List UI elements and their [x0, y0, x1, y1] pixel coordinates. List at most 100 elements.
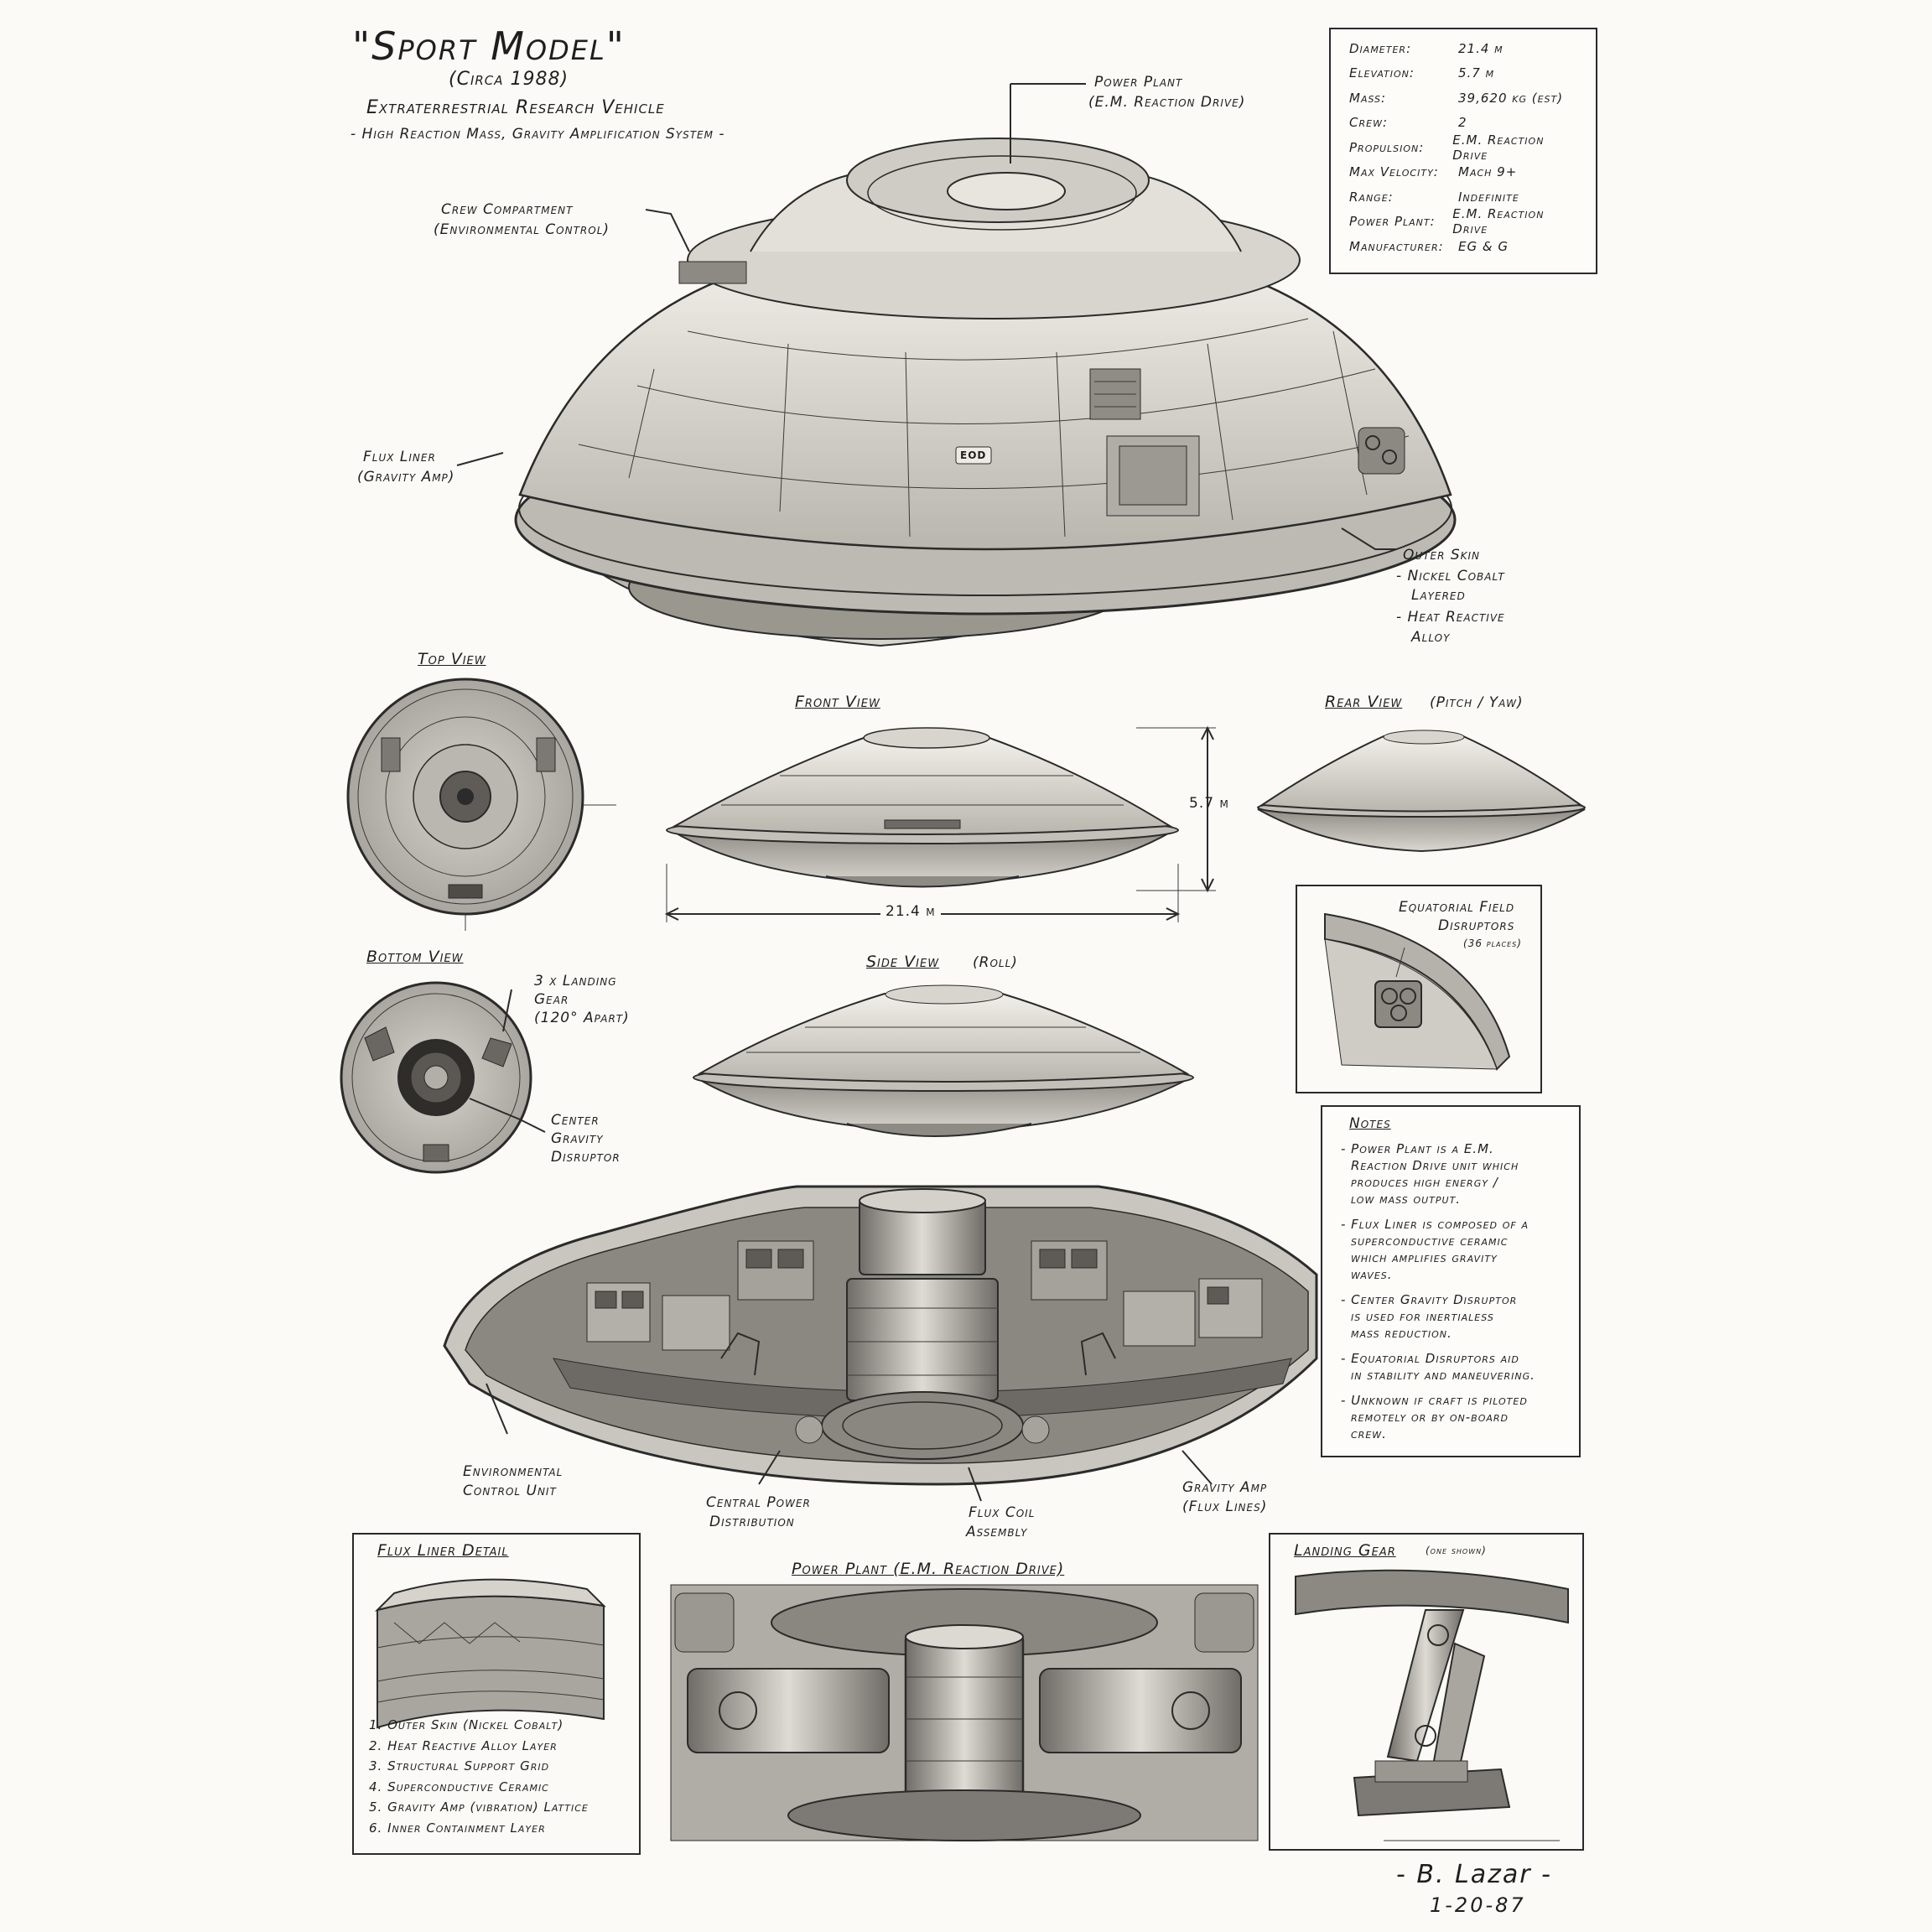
note-line: - Power Plant is a E.M. [1341, 1141, 1494, 1156]
page-title: "Sport Model" [352, 23, 626, 69]
callout-power-plant-sub: (E.M. Reaction Drive) [1088, 94, 1246, 111]
spec-value: Indefinite [1458, 189, 1519, 205]
dimension-width: 21.4 m [880, 903, 941, 920]
callout-env-0: Environmental [463, 1463, 564, 1480]
callout-gamp-1: (Flux Lines) [1182, 1498, 1268, 1515]
spec-row: Power Plant:E.M. Reaction Drive [1349, 206, 1577, 236]
top-view-drawing [346, 678, 616, 931]
note-line: crew. [1351, 1426, 1387, 1441]
signature-name: - B. Lazar - [1396, 1860, 1552, 1889]
front-view-drawing [666, 727, 1179, 888]
callout-center-0: Center [551, 1112, 600, 1129]
side-view-note: (Roll) [973, 954, 1018, 971]
callout-skin: Outer Skin [1403, 547, 1480, 564]
notes-list: - Power Plant is a E.M.Reaction Drive un… [1341, 1140, 1561, 1442]
flux-layer-item: 3. Structural Support Grid [369, 1758, 550, 1774]
callout-central-0: Central Power [706, 1494, 811, 1511]
callout-coil-0: Flux Coil [969, 1504, 1036, 1521]
note-line: in stability and maneuvering. [1351, 1368, 1535, 1383]
spec-key: Diameter: [1349, 40, 1412, 56]
spec-key: Max Velocity: [1349, 164, 1439, 180]
note-line: superconductive ceramic [1351, 1233, 1509, 1249]
callout-gear-0: 3 x Landing [534, 973, 617, 989]
equatorial-title-0: Equatorial Field [1399, 899, 1515, 916]
note-line: remotely or by on-board [1351, 1410, 1509, 1425]
flux-layer-item: 6. Inner Containment Layer [369, 1820, 546, 1836]
front-view-title: Front View [795, 693, 880, 711]
dimension-height: 5.7 m [1189, 795, 1229, 812]
spec-value: EG & G [1458, 238, 1509, 254]
rear-view-title: Rear View [1325, 693, 1403, 711]
spec-row: Diameter: 21.4 m [1349, 36, 1577, 61]
flux-liner-drawing [374, 1578, 606, 1729]
callout-skin-2: Layered [1411, 587, 1466, 604]
cutaway-drawing [443, 1185, 1318, 1502]
spec-row: Range: Indefinite [1349, 184, 1577, 210]
main-leaders [456, 83, 1396, 550]
signature-date: 1-20-87 [1430, 1893, 1526, 1917]
flux-layer-list: 1. Outer Skin (Nickel Cobalt) 2. Heat Rea… [369, 1717, 589, 1841]
note-line: - Center Gravity Disruptor [1341, 1292, 1518, 1307]
note-line: - Flux Liner is composed of a [1341, 1217, 1530, 1232]
spec-value: E.M. Reaction Drive [1452, 132, 1545, 163]
spec-value: 39,620 kg (est) [1458, 90, 1564, 106]
note-line: which amplifies gravity [1351, 1250, 1498, 1265]
callout-gear-1: Gear [534, 991, 569, 1008]
callout-central-1: Distribution [709, 1514, 795, 1530]
callout-skin-4: Alloy [1411, 629, 1451, 646]
rear-view-drawing [1257, 730, 1586, 853]
note-line: produces high energy / [1351, 1175, 1498, 1190]
spec-key: Elevation: [1349, 65, 1415, 81]
spec-value: 21.4 m [1458, 40, 1504, 56]
tagline: - High Reaction Mass, Gravity Amplificat… [351, 126, 725, 143]
main-saucer [514, 138, 1457, 647]
rear-view-note: (Pitch / Yaw) [1430, 694, 1524, 711]
note-line: - Equatorial Disruptors aid [1341, 1351, 1519, 1366]
spec-value: E.M. Reaction Drive [1452, 206, 1545, 237]
spec-row: Mass: 39,620 kg (est) [1349, 86, 1577, 111]
flux-layer-item: 1. Outer Skin (Nickel Cobalt) [369, 1717, 564, 1732]
flux-layer-item: 5. Gravity Amp (vibration) Lattice [369, 1800, 589, 1815]
spec-key: Propulsion: [1349, 139, 1425, 155]
landing-gear-title: Landing Gear [1294, 1541, 1396, 1560]
equatorial-detail-drawing [1324, 912, 1511, 1071]
note-line: low mass output. [1351, 1192, 1462, 1207]
spec-value: 2 [1458, 115, 1467, 131]
spec-row: Elevation: 5.7 m [1349, 61, 1577, 86]
flux-layer-item: 2. Heat Reactive Alloy Layer [369, 1737, 558, 1753]
note-line: waves. [1351, 1267, 1393, 1282]
callout-env-1: Control Unit [463, 1483, 557, 1499]
spec-key: Range: [1349, 189, 1394, 205]
circa-label: (Circa 1988) [449, 69, 569, 90]
equatorial-title-1: Disruptors [1438, 917, 1515, 934]
spec-list: Diameter: 21.4 m Elevation: 5.7 m Mass: 39,62… [1349, 36, 1577, 259]
bottom-view-drawing [340, 981, 546, 1174]
note-line: is used for inertialess [1351, 1309, 1494, 1324]
equatorial-box [1296, 885, 1542, 1093]
notes-box: Notes - Power Plant is a E.M.Reaction Dr… [1321, 1105, 1581, 1457]
spec-key: Manufacturer: [1349, 238, 1444, 254]
callout-coil-1: Assembly [966, 1524, 1028, 1540]
spec-row: Manufacturer: EG & G [1349, 234, 1577, 259]
power-plant-title: Power Plant (E.M. Reaction Drive) [792, 1560, 1065, 1578]
spec-key: Mass: [1349, 90, 1387, 106]
top-view-title: Top View [418, 650, 486, 668]
callout-crew-sub: (Environmental Control) [434, 221, 610, 238]
spec-value: 5.7 m [1458, 65, 1495, 81]
notes-title: Notes [1349, 1115, 1391, 1132]
side-view-drawing [693, 984, 1194, 1137]
callout-gamp-0: Gravity Amp [1182, 1479, 1268, 1496]
note-item: - Center Gravity Disruptor is used for in… [1341, 1291, 1561, 1342]
landing-gear-box [1269, 1533, 1584, 1851]
callout-flux: Flux Liner [363, 449, 436, 465]
flux-liner-title: Flux Liner Detail [377, 1541, 509, 1560]
flux-layer-item: 4. Superconductive Ceramic [369, 1779, 549, 1794]
callout-skin-3: - Heat Reactive [1396, 609, 1505, 626]
landing-gear-note: (one shown) [1426, 1545, 1487, 1556]
power-plant-drawing [670, 1584, 1259, 1841]
equatorial-note: (36 places) [1463, 937, 1522, 949]
